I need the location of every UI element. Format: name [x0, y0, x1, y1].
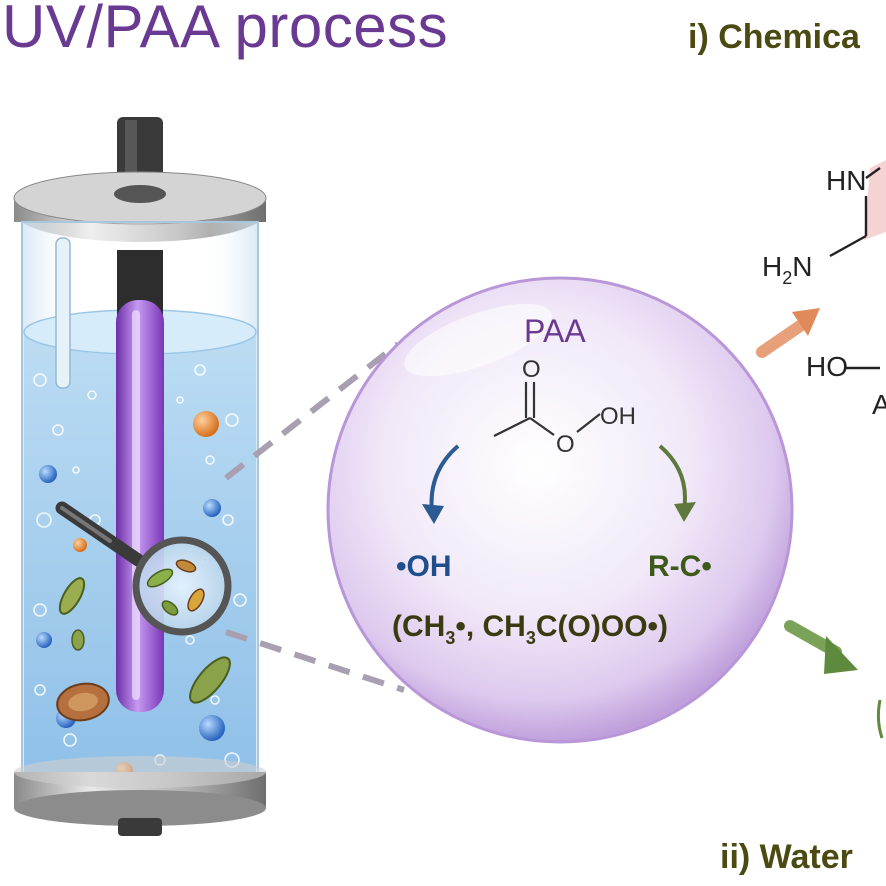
section-label-chemical: i) Chemica — [688, 18, 860, 56]
particle-orange — [73, 538, 87, 552]
h2n-label: H2N — [762, 251, 812, 288]
particle-orange — [193, 411, 219, 437]
hydroxyl-label: OH — [600, 403, 636, 430]
particle-blue — [199, 715, 225, 741]
reaction-bubble: PAA O O OH •OH R-C• (CH3•, CH3C(O)OO•) — [326, 276, 794, 744]
ho-label: HO — [806, 351, 848, 382]
product-hydroxyl-radical: •OH — [396, 550, 452, 583]
section-label-water: ii) Water — [720, 838, 853, 876]
subproducts-line: (CH3•, CH3C(O)OO•) — [392, 610, 668, 648]
paa-structure — [493, 382, 601, 437]
arrow-to-chemical — [756, 308, 820, 358]
product-carbon-radical: R-C• — [648, 550, 712, 583]
product-molecule-fragment: HN H2N HO A — [762, 160, 886, 420]
particle-blue — [39, 465, 57, 483]
reagent-label: PAA — [524, 313, 586, 349]
arrow-to-oh — [429, 444, 460, 513]
reactor-outlet — [118, 818, 162, 836]
arrow-to-water — [784, 620, 858, 674]
inlet-tube — [55, 237, 71, 389]
magnifier-icon — [55, 501, 232, 636]
particle-blue — [36, 632, 52, 648]
hn-label: HN — [826, 165, 866, 196]
particle-blue — [203, 499, 221, 517]
carbonyl-o: O — [522, 356, 541, 383]
bacteria — [56, 577, 231, 722]
zoom-connector-bottom — [225, 629, 405, 693]
a-label: A — [872, 389, 886, 420]
zoom-connector-top — [224, 341, 400, 481]
page-title: UV/PAA process — [2, 0, 449, 60]
ester-o: O — [556, 431, 575, 458]
uv-reactor — [13, 117, 267, 836]
water-fragment-icon — [876, 699, 884, 739]
